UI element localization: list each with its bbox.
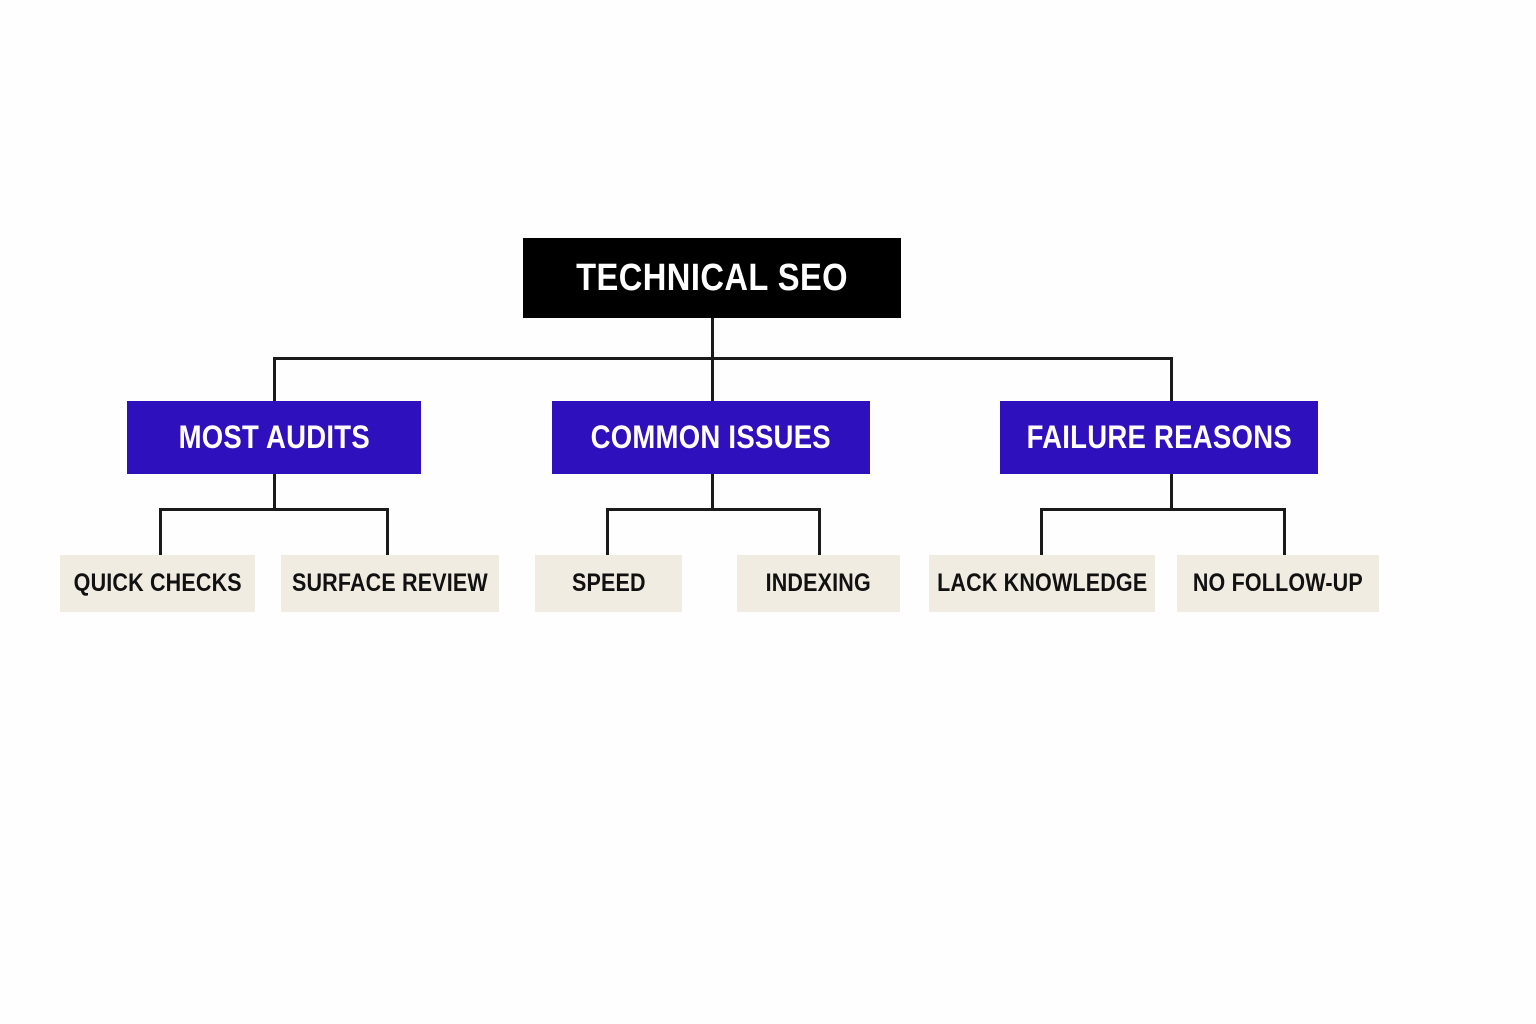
leaf-label: SURFACE REVIEW (292, 569, 488, 597)
leaf-node-indexing: INDEXING (737, 555, 900, 612)
leaf-node-quick-checks: QUICK CHECKS (60, 555, 255, 612)
category-label: FAILURE REASONS (1026, 419, 1292, 455)
connector-to-surface-review (386, 508, 389, 555)
root-node-label: TECHNICAL SEO (576, 256, 848, 299)
leaf-label: LACK KNOWLEDGE (936, 569, 1148, 597)
connector-failure-reasons-down (1170, 474, 1173, 510)
connector-failure-reasons-horizontal (1040, 508, 1286, 511)
connector-common-issues-down (711, 474, 714, 510)
root-node-technical-seo: TECHNICAL SEO (523, 238, 901, 318)
category-node-failure-reasons: FAILURE REASONS (1000, 401, 1318, 474)
leaf-label: INDEXING (765, 569, 872, 597)
connector-root-down (711, 318, 714, 359)
category-node-most-audits: MOST AUDITS (127, 401, 421, 474)
leaf-label: NO FOLLOW-UP (1192, 569, 1364, 597)
leaf-node-surface-review: SURFACE REVIEW (281, 555, 499, 612)
connector-to-indexing (818, 508, 821, 555)
leaf-node-no-follow-up: NO FOLLOW-UP (1177, 555, 1379, 612)
connector-to-most-audits (273, 357, 276, 401)
leaf-label: SPEED (571, 569, 646, 597)
category-label: MOST AUDITS (178, 419, 370, 455)
connector-most-audits-horizontal (159, 508, 389, 511)
leaf-node-speed: SPEED (535, 555, 682, 612)
connector-to-quick-checks (159, 508, 162, 555)
category-label: COMMON ISSUES (590, 419, 832, 455)
category-node-common-issues: COMMON ISSUES (552, 401, 870, 474)
connector-to-lack-knowledge (1040, 508, 1043, 555)
leaf-label: QUICK CHECKS (73, 569, 242, 597)
connector-most-audits-down (273, 474, 276, 510)
connector-to-speed (606, 508, 609, 555)
connector-to-common-issues (711, 357, 714, 401)
connector-to-no-follow-up (1283, 508, 1286, 555)
connector-to-failure-reasons (1170, 357, 1173, 401)
connector-common-issues-horizontal (606, 508, 821, 511)
leaf-node-lack-knowledge: LACK KNOWLEDGE (929, 555, 1155, 612)
connector-root-horizontal (273, 357, 1173, 360)
